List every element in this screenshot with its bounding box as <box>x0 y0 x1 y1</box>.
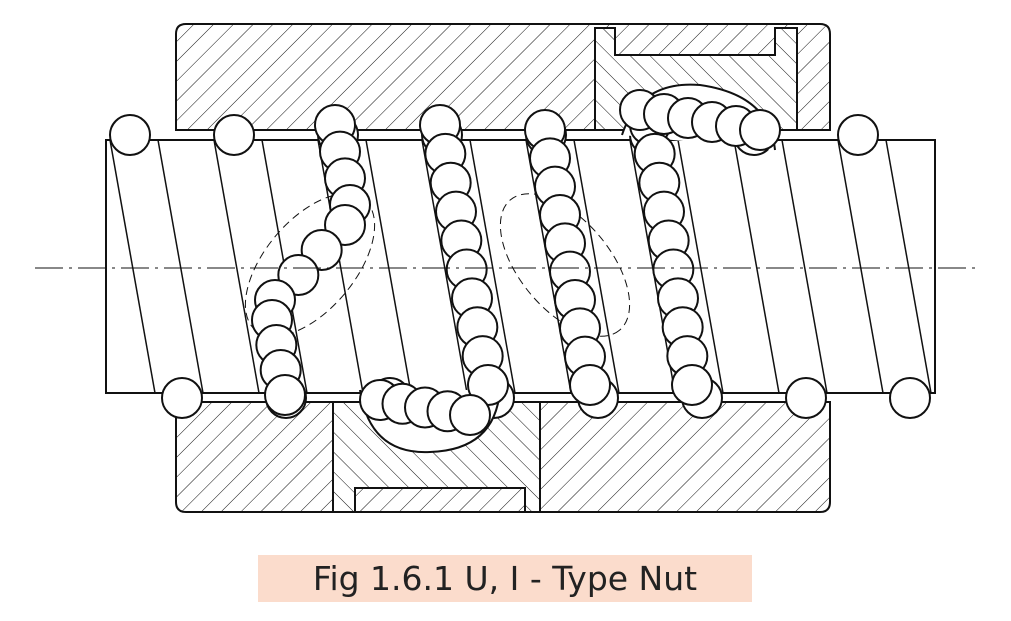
helix-line <box>525 139 572 394</box>
helix-line <box>573 139 620 394</box>
helix-line <box>109 139 156 394</box>
helix-line <box>781 139 828 394</box>
groove-ball-top <box>837 114 879 156</box>
helix-line <box>733 139 780 394</box>
figure-caption: Fig 1.6.1 U, I - Type Nut <box>258 555 752 602</box>
groove-ball-top <box>109 114 151 156</box>
ball-screw-diagram <box>35 23 980 513</box>
helix-line <box>885 139 932 394</box>
helix-line <box>421 139 468 394</box>
ball <box>449 394 491 436</box>
screw-shaft <box>105 139 936 394</box>
groove-ball-bottom <box>889 377 931 419</box>
helix-line <box>213 139 260 394</box>
helix-line <box>365 139 412 394</box>
helix-line <box>837 139 884 394</box>
helix-line <box>469 139 516 394</box>
groove-ball-top <box>213 114 255 156</box>
ball <box>569 364 611 406</box>
groove-ball-bottom <box>161 377 203 419</box>
helix-line <box>677 139 724 394</box>
helix-line <box>157 139 204 394</box>
groove-ball-bottom <box>785 377 827 419</box>
nut-lower-half <box>175 401 831 513</box>
ball <box>671 364 713 406</box>
ball <box>739 109 781 151</box>
steel-balls <box>251 89 781 436</box>
ball <box>264 374 306 416</box>
